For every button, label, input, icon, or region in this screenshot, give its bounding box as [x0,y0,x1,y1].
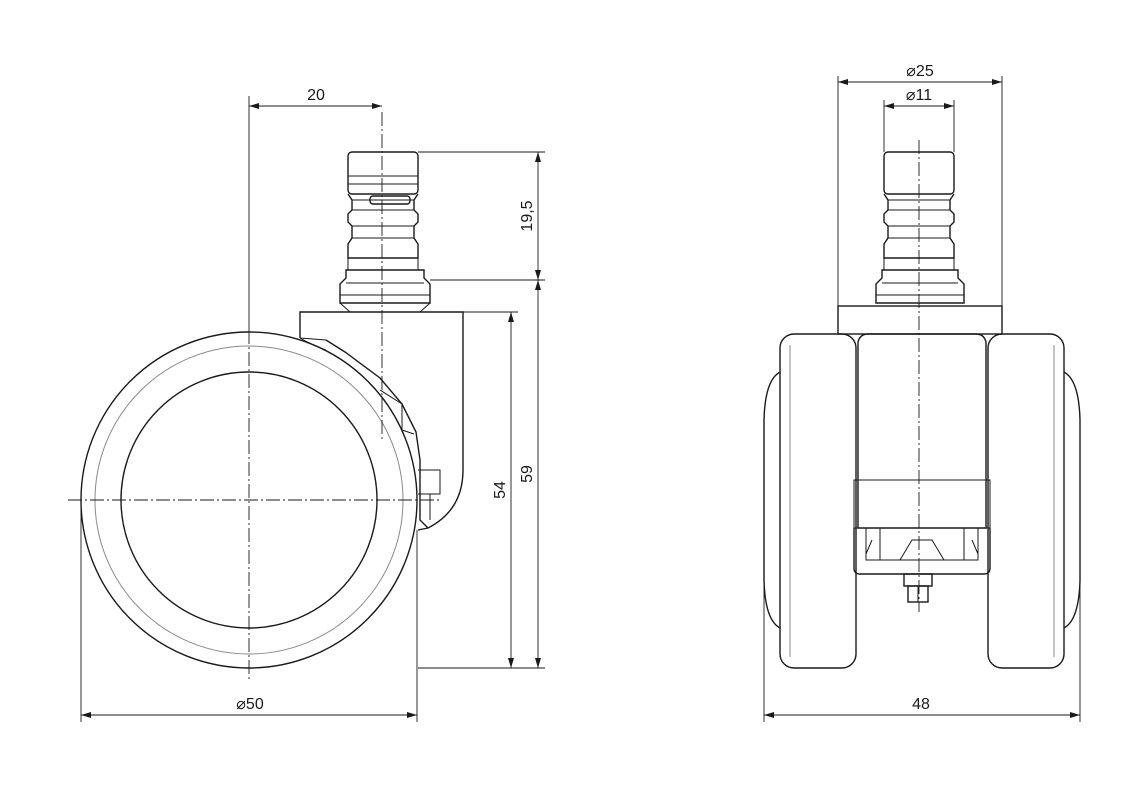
dimension-wheel-diameter: ⌀50 [81,696,417,718]
dimension-stem-diameter: ⌀11 [884,87,954,109]
extension-lines-front [763,76,1081,722]
top-plate-front [837,305,1003,335]
dimension-width: 48 [764,696,1080,718]
dimension-wheel-diameter-label: ⌀50 [236,696,264,713]
dimension-housing-diameter-label: ⌀25 [906,63,934,80]
dimension-stem-length: 19,5 [519,152,541,280]
centerlines-side [68,112,440,680]
dimension-stem-diameter-label: ⌀11 [906,87,932,104]
center-housing-front [853,333,991,575]
dimension-height-total-label: 59 [519,465,536,483]
dimension-housing-diameter: ⌀25 [838,63,1002,85]
dimension-offset-label: 20 [307,87,325,104]
extension-lines-side [80,96,545,722]
dimension-height-body-label: 54 [492,481,509,499]
stem-collar-side [339,269,431,313]
stem-side [347,151,419,270]
dimension-width-label: 48 [912,696,930,713]
fork-housing-side [299,311,464,531]
wheel-right-front [987,333,1081,669]
bolt-front [903,573,933,603]
dimension-height-total: 59 [519,280,541,668]
side-view: 20 19,5 54 59 ⌀50 [68,87,545,722]
dimension-height-body: 54 [492,312,514,668]
wheel-left-front [763,333,857,669]
stem-collar-front [875,269,965,304]
dimension-stem-length-label: 19,5 [519,200,536,231]
dimension-offset: 20 [249,87,382,109]
front-view: ⌀25 ⌀11 48 [763,63,1081,722]
